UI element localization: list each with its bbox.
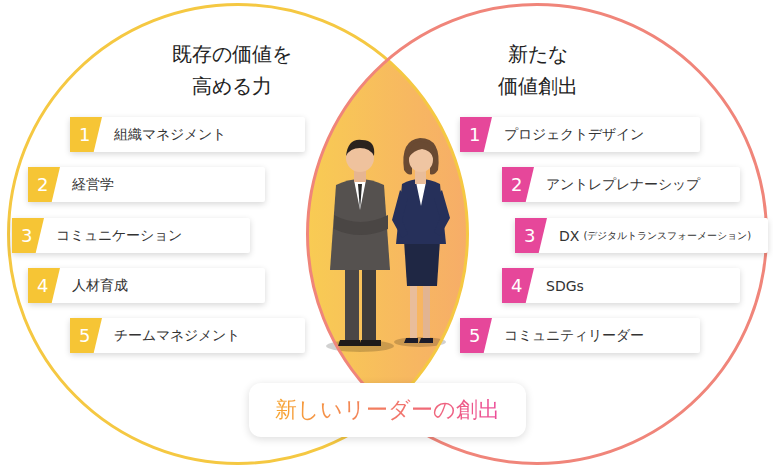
item-label: 経営学 [72,176,114,194]
item-label: チームマネジメント [114,327,240,345]
callout-number: 4 [502,268,534,303]
woman-figure [392,138,450,343]
result-label: 新しいリーダーの創出 [275,395,500,425]
callout-number: 1 [70,117,102,152]
list-item: 2 経営学 [28,167,265,202]
item-label: 組織マネジメント [114,126,226,144]
callout-number: 5 [460,318,492,353]
result-box: 新しいリーダーの創出 [249,383,526,437]
callout-number: 2 [502,167,534,202]
callout-number: 3 [515,218,547,253]
callout-number: 2 [28,167,60,202]
callout-number: 3 [12,218,44,253]
item-note: (デジタルトランスフォーメーション) [583,229,751,243]
list-item: 4 人材育成 [28,268,265,303]
item-label: 人材育成 [72,277,128,295]
list-item: 3 コミュニケーション [12,218,250,253]
list-item: 2 アントレプレナーシップ [502,167,740,202]
list-item: 3 DX (デジタルトランスフォーメーション) [515,218,768,253]
item-label: コミュニケーション [56,227,182,245]
list-item: 5 コミュニティリーダー [460,318,700,353]
circle-title: 新たな 価値創出 [478,38,598,102]
callout-number: 1 [460,117,492,152]
callout-number: 4 [28,268,60,303]
circle-title: 既存の価値を 高める力 [152,38,312,102]
list-item: 5 チームマネジメント [70,318,305,353]
item-label: SDGs [546,278,584,294]
item-label: プロジェクトデザイン [504,126,644,144]
item-label: アントレプレナーシップ [546,176,700,194]
man-figure [330,140,390,346]
item-label: コミュニティリーダー [504,327,644,345]
callout-number: 5 [70,318,102,353]
list-item: 1 組織マネジメント [70,117,305,152]
list-item: 1 プロジェクトデザイン [460,117,700,152]
item-label: DX [559,228,579,244]
list-item: 4 SDGs [502,268,740,303]
